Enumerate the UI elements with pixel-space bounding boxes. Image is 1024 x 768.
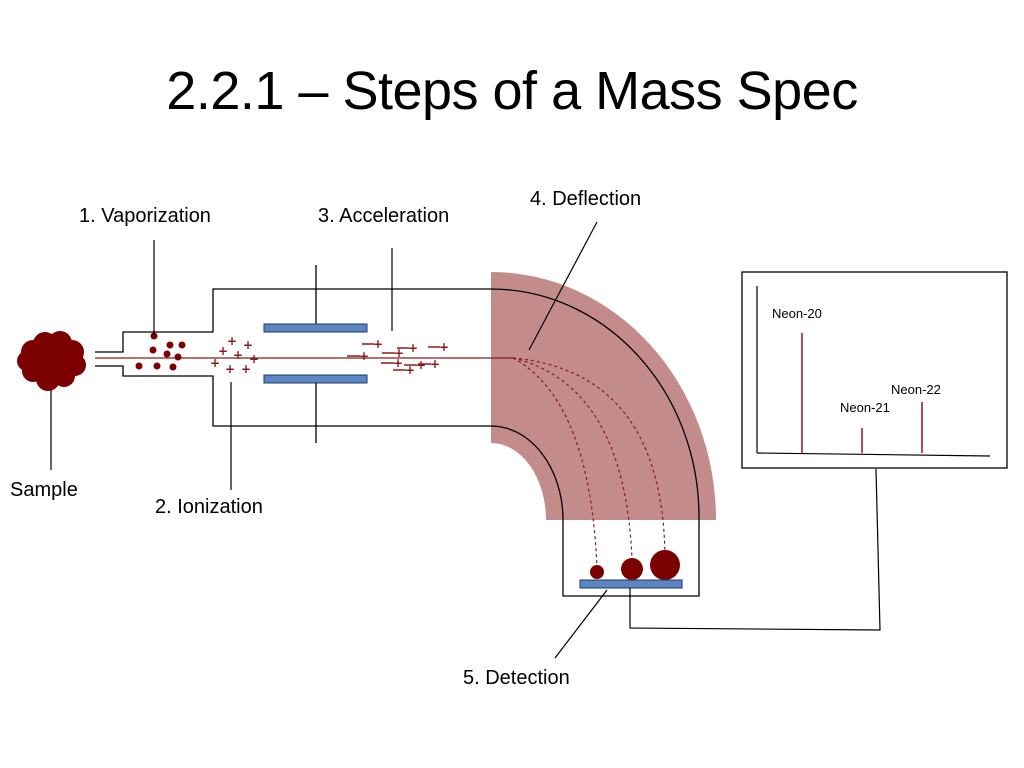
svg-text:+: +: [394, 346, 404, 360]
svg-text:+: +: [393, 356, 403, 370]
svg-text:+: +: [359, 349, 369, 363]
svg-text:+: +: [439, 340, 449, 354]
svg-text:+: +: [249, 352, 259, 366]
deflection-paths: [512, 357, 666, 569]
magnetic-field-region: [491, 272, 716, 520]
svg-text:+: +: [416, 358, 426, 372]
lower-plate: [263, 374, 368, 384]
detected-ion-small: [590, 565, 604, 579]
page-title: 2.2.1 – Steps of a Mass Spec: [166, 61, 858, 121]
detector: [579, 550, 683, 589]
detector-plate: [579, 579, 683, 589]
upper-plate: [263, 323, 368, 333]
ions: + + + + + + + +: [210, 334, 259, 376]
svg-text:+: +: [227, 334, 237, 348]
accelerating-plates: [263, 265, 368, 443]
leader-lines: [50, 221, 608, 659]
peak-label-neon-21: Neon-21: [840, 400, 890, 415]
svg-text:+: +: [210, 356, 220, 370]
svg-text:+: +: [373, 337, 383, 351]
svg-text:+: +: [241, 362, 251, 376]
peak-label-neon-20: Neon-20: [772, 306, 822, 321]
svg-text:+: +: [430, 357, 440, 371]
svg-text:+: +: [243, 338, 253, 352]
spectrum-display: [741, 271, 1008, 469]
svg-text:+: +: [218, 344, 228, 358]
signal-wire: [629, 468, 881, 631]
svg-text:+: +: [225, 362, 235, 376]
sample-blob: [17, 331, 86, 391]
label-vaporization: 1. Vaporization: [79, 205, 211, 227]
peak-label-neon-22: Neon-22: [891, 382, 941, 397]
label-deflection: 4. Deflection: [530, 188, 642, 210]
svg-text:+: +: [233, 348, 243, 362]
vaporized-atoms: [135, 332, 186, 371]
detected-ion-large: [650, 550, 680, 580]
label-acceleration: 3. Acceleration: [318, 205, 450, 227]
apparatus-tube: [95, 288, 700, 597]
svg-text:+: +: [408, 341, 418, 355]
svg-text:+: +: [405, 363, 415, 377]
accelerated-ions: + + + + + + + + +: [347, 337, 449, 377]
label-sample: Sample: [10, 479, 78, 501]
label-detection: 5. Detection: [463, 667, 570, 689]
label-ionization: 2. Ionization: [155, 496, 263, 518]
detected-ion-medium: [621, 558, 643, 580]
